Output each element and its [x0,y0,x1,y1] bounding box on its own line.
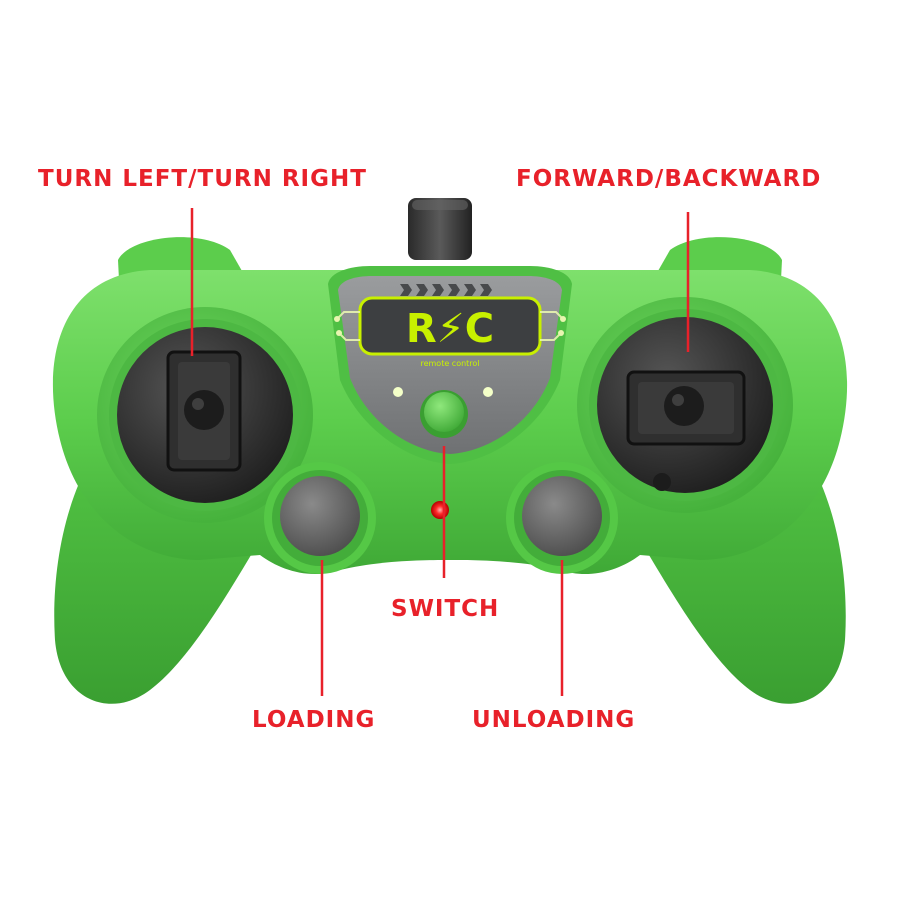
callout-label-unloading: UNLOADING [472,707,636,733]
unloading-button[interactable] [506,462,618,574]
led-indicator-icon [431,501,449,519]
logo-subtitle: remote control [420,359,479,368]
callout-label-switch: SWITCH [391,596,500,622]
left-joystick[interactable] [97,307,313,523]
indicator-dot-right [483,387,493,397]
right-joystick[interactable] [577,297,793,513]
center-panel: R⚡C remote control [328,266,572,464]
switch-button[interactable] [420,390,468,438]
joystick-icon[interactable] [664,386,704,426]
callout-label-loading: LOADING [252,707,376,733]
antenna-icon [408,198,472,260]
round-button-icon[interactable] [424,392,464,432]
callout-label-forward: FORWARD/BACKWARD [516,166,822,192]
callout-label-turn: TURN LEFT/TURN RIGHT [38,166,367,192]
loading-button[interactable] [264,462,376,574]
rc-logo: R⚡C [406,306,494,352]
joystick-icon[interactable] [184,390,224,430]
indicator-dot-left [393,387,403,397]
